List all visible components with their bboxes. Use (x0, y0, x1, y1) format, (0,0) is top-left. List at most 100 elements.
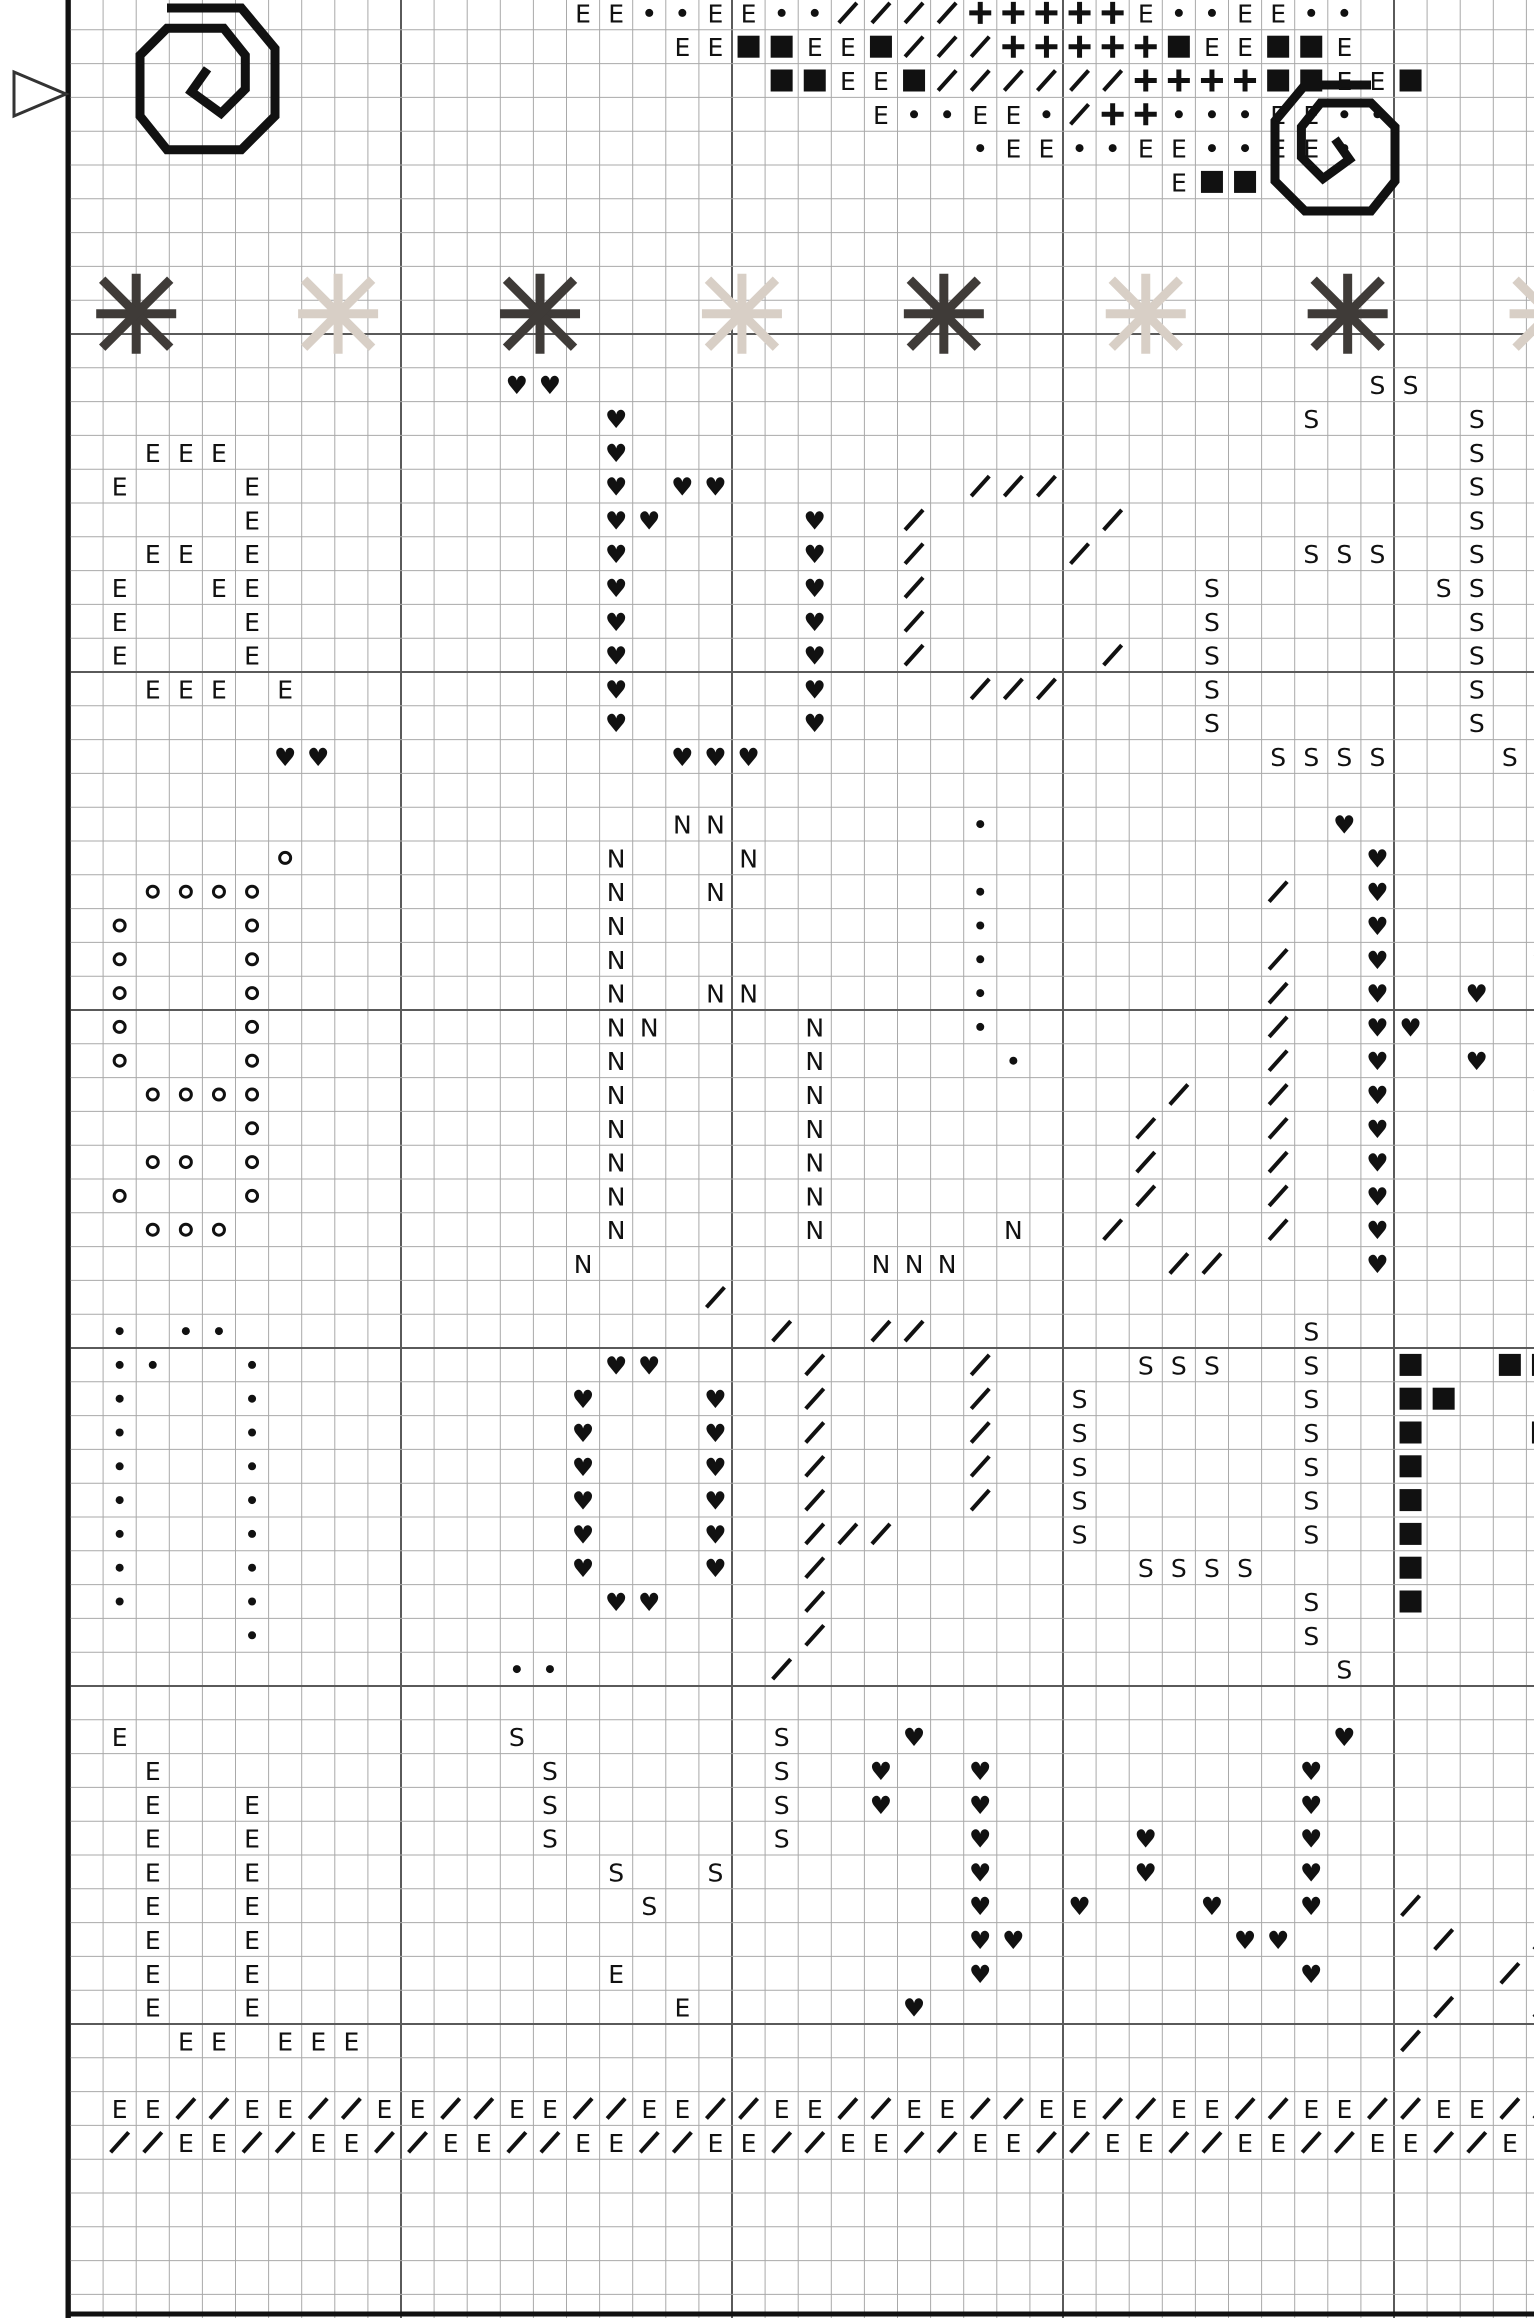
stitch-heart: ♥ (1466, 980, 1488, 1009)
stitch-letter-e: E (1502, 2129, 1518, 2158)
stitch-letter-e: E (1039, 2095, 1055, 2124)
stitch-heart: ♥ (804, 642, 826, 671)
stitch-letter-s: S (1469, 439, 1485, 468)
stitch-letter-s: S (1072, 1453, 1088, 1482)
stitch-letter-s: S (1303, 1318, 1319, 1347)
stitch-letter-s: S (1072, 1419, 1088, 1448)
stitch-letter-e: E (145, 2095, 161, 2124)
stitch-heart: ♥ (704, 1520, 726, 1549)
stitch-letter-s: S (1303, 1453, 1319, 1482)
stitch-dot (976, 820, 984, 828)
stitch-heart: ♥ (1399, 1013, 1421, 1042)
stitch-letter-n: N (640, 1013, 659, 1042)
stitch-letter-e: E (244, 1892, 260, 1921)
stitch-dot (1076, 144, 1084, 152)
stitch-letter-e: E (1303, 101, 1319, 130)
stitch-dot (1373, 110, 1381, 118)
star-stitch-light-icon (298, 274, 378, 354)
stitch-letter-s: S (1303, 405, 1319, 434)
stitch-letter-s: S (774, 1723, 790, 1752)
stitch-heart: ♥ (274, 743, 296, 772)
stitch-letter-n: N (938, 1250, 957, 1279)
stitch-letter-e: E (708, 33, 724, 62)
stitch-letter-e: E (708, 2129, 724, 2158)
stitch-letter-s: S (1370, 743, 1386, 772)
stitch-heart: ♥ (638, 1588, 660, 1617)
stitch-letter-e: E (608, 1960, 624, 1989)
stitch-letter-s: S (1436, 574, 1452, 603)
stitch-letter-s: S (1469, 405, 1485, 434)
stitch-heart: ♥ (969, 1825, 991, 1854)
stitch-heart: ♥ (804, 709, 826, 738)
stitch-letter-e: E (244, 1791, 260, 1820)
stitch-letter-e: E (244, 473, 260, 502)
stitch-letter-n: N (607, 1081, 626, 1110)
stitch-heart: ♥ (572, 1453, 594, 1482)
stitch-heart: ♥ (506, 371, 528, 400)
stitch-letter-s: S (1237, 1554, 1253, 1583)
stitch-filled-square (1201, 171, 1223, 193)
star-stitch-light-icon (702, 274, 782, 354)
stitch-letter-s: S (1303, 540, 1319, 569)
stitch-dot (1340, 144, 1348, 152)
stitch-dot (976, 989, 984, 997)
stitch-letter-e: E (674, 1994, 690, 2023)
stitch-letter-n: N (706, 980, 725, 1009)
stitch-dot (678, 9, 686, 17)
stitch-dot (248, 1598, 256, 1606)
stitch-letter-s: S (1336, 743, 1352, 772)
stitch-dot (1208, 144, 1216, 152)
stitch-letter-e: E (1270, 101, 1286, 130)
stitch-letter-e: E (807, 33, 823, 62)
stitch-letter-s: S (509, 1723, 525, 1752)
stitch-letter-e: E (939, 2095, 955, 2124)
stitch-heart: ♥ (605, 540, 627, 569)
stitch-letter-s: S (1303, 1520, 1319, 1549)
stitch-letter-n: N (805, 1081, 824, 1110)
stitch-letter-e: E (972, 2129, 988, 2158)
stitch-dot (976, 1023, 984, 1031)
stitch-letter-s: S (774, 1791, 790, 1820)
stitch-letter-s: S (1303, 1588, 1319, 1617)
stitch-letter-e: E (244, 608, 260, 637)
stitch-letter-e: E (178, 439, 194, 468)
stitch-letter-e: E (178, 2027, 194, 2056)
stitch-letter-e: E (178, 675, 194, 704)
stitch-letter-e: E (244, 1926, 260, 1955)
stitch-dot (976, 888, 984, 896)
stitch-heart: ♥ (1201, 1892, 1223, 1921)
stitch-letter-s: S (1204, 608, 1220, 637)
stitch-heart: ♥ (605, 709, 627, 738)
stitch-letter-n: N (805, 1182, 824, 1211)
stitch-filled-square (1400, 70, 1422, 92)
stitch-letter-e: E (1270, 135, 1286, 164)
stitch-letter-s: S (1303, 1487, 1319, 1516)
stitch-letter-e: E (145, 1791, 161, 1820)
stitch-letter-s: S (1138, 1554, 1154, 1583)
stitch-letter-e: E (1005, 101, 1021, 130)
stitch-dot (215, 1327, 223, 1335)
stitch-dot (1175, 110, 1183, 118)
stitch-heart: ♥ (704, 1487, 726, 1516)
stitch-letter-e: E (1403, 2129, 1419, 2158)
stitch-dot (116, 1429, 124, 1437)
stitch-letter-s: S (1303, 1351, 1319, 1380)
stitch-dot (546, 1665, 554, 1673)
stitch-letter-e: E (244, 2095, 260, 2124)
stitch-letter-e: E (741, 2129, 757, 2158)
star-stitch-dark-icon (904, 274, 984, 354)
stitch-letter-s: S (1336, 1656, 1352, 1685)
stitch-dot (248, 1361, 256, 1369)
stitch-filled-square (870, 36, 892, 58)
stitch-letter-e: E (1204, 2095, 1220, 2124)
stitch-letter-s: S (1303, 1419, 1319, 1448)
stitch-heart: ♥ (969, 1960, 991, 1989)
stitch-heart: ♥ (605, 642, 627, 671)
stitch-heart: ♥ (804, 675, 826, 704)
stitch-dot (943, 110, 951, 118)
stitch-heart: ♥ (671, 473, 693, 502)
stitch-dot (248, 1395, 256, 1403)
stitch-heart: ♥ (704, 743, 726, 772)
stitch-filled-square (1400, 1523, 1422, 1545)
stitch-letter-s: S (608, 1858, 624, 1887)
